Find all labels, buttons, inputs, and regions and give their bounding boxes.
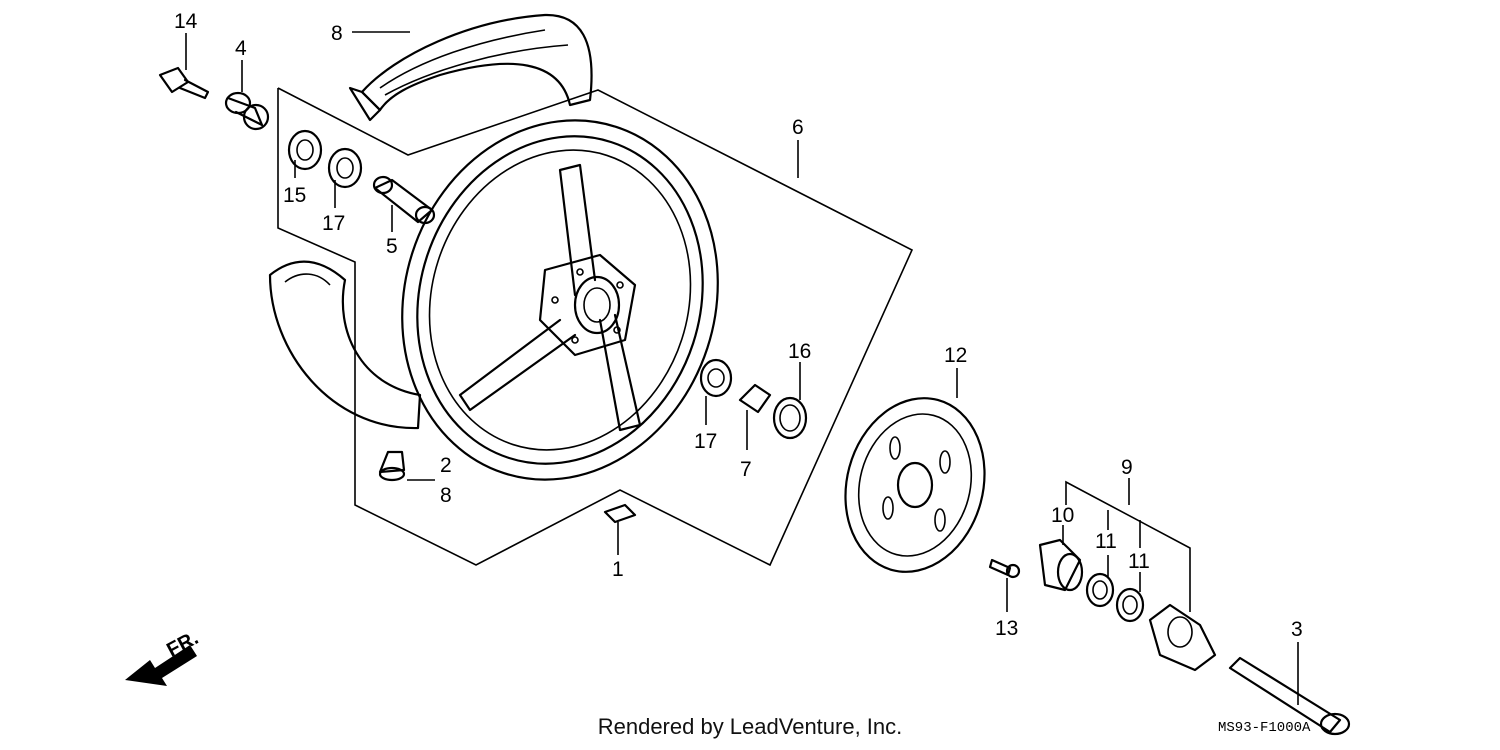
callout-13: 13 xyxy=(995,617,1018,640)
callout-17-upper: 17 xyxy=(322,212,345,235)
front-direction-arrow xyxy=(125,645,197,686)
side-collar xyxy=(224,91,270,131)
callout-9: 9 xyxy=(1121,456,1133,479)
gearbox-washer-1 xyxy=(1085,572,1115,608)
callout-11-first: 11 xyxy=(1095,530,1117,553)
radial-bearing-left xyxy=(287,129,323,171)
callout-1: 1 xyxy=(612,558,624,581)
gearbox-washer-2 xyxy=(1115,587,1145,623)
gearbox-bracket-lines xyxy=(1065,480,1191,612)
callout-11-second: 11 xyxy=(1128,550,1150,573)
speedometer-gearbox xyxy=(1148,603,1217,672)
speedometer-gear xyxy=(1038,538,1084,592)
callout-6: 6 xyxy=(792,116,804,139)
tire-upper-half xyxy=(348,13,593,122)
callout-5: 5 xyxy=(386,235,398,258)
radial-bearing-upper xyxy=(327,147,363,189)
callout-7: 7 xyxy=(740,458,752,481)
dust-seal xyxy=(772,396,808,440)
distance-collar xyxy=(372,175,436,225)
render-credit: Rendered by LeadVenture, Inc. xyxy=(597,714,903,739)
assembly-bracket-lines xyxy=(277,87,914,567)
callout-10: 10 xyxy=(1051,504,1074,527)
callout-3: 3 xyxy=(1291,618,1303,641)
diagram-code: MS93-F1000A xyxy=(1218,720,1311,736)
callout-17-lower: 17 xyxy=(694,430,717,453)
front-axle xyxy=(1228,656,1351,736)
callout-8-valve: 8 xyxy=(440,484,452,507)
callout-12: 12 xyxy=(944,344,967,367)
bearing-retainer xyxy=(738,383,772,414)
callout-leader-lines xyxy=(185,31,1299,705)
disc-bolt xyxy=(988,558,1021,579)
tire-valve xyxy=(378,450,406,482)
radial-bearing-right xyxy=(699,358,733,398)
balance-weight xyxy=(603,503,637,524)
callout-labels: 14 4 8 15 17 5 6 2 8 17 7 16 12 9 10 11 … xyxy=(163,10,1302,662)
wheel-rim xyxy=(401,119,719,481)
callout-16: 16 xyxy=(788,340,811,363)
callout-14: 14 xyxy=(174,10,198,33)
tire-lower-half xyxy=(268,260,422,430)
brake-disc xyxy=(844,397,986,573)
callout-4: 4 xyxy=(235,37,247,60)
callout-8-tire: 8 xyxy=(331,22,343,45)
callout-2: 2 xyxy=(440,454,452,477)
flange-bolt xyxy=(158,66,210,100)
callout-15: 15 xyxy=(283,184,306,207)
